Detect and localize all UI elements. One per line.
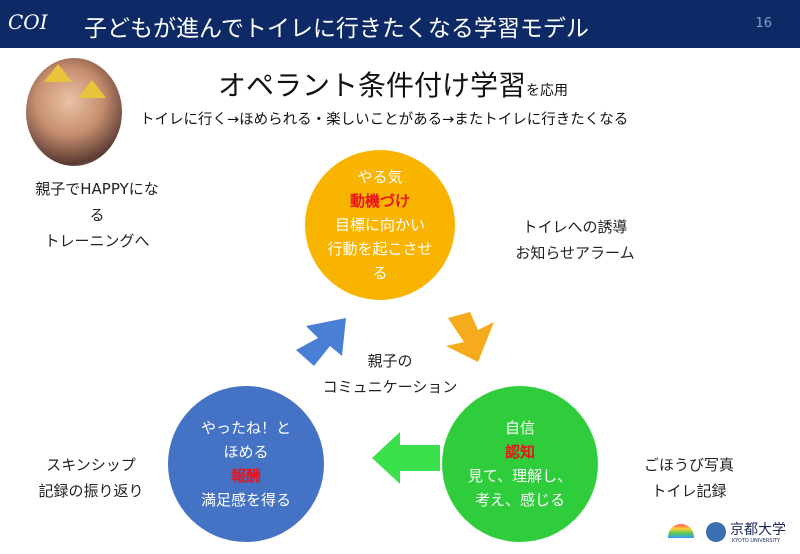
circle-keyword: 動機づけ xyxy=(349,192,410,210)
circle-text: 満足感を得る xyxy=(200,491,291,509)
circle-text: 見て、理解し、 xyxy=(467,467,573,485)
header-bar: COI 子どもが進んでトイレに行きたくなる学習モデル 16 xyxy=(0,0,800,48)
right-bottom-text: ごほうび写真トイレ記録 xyxy=(643,456,734,500)
arrow-orange-icon xyxy=(446,312,494,362)
university-name: 京都大学 xyxy=(730,522,786,538)
mother-child-photo xyxy=(26,58,122,166)
left-caption: 親子でHAPPYになるトレーニングへ xyxy=(35,180,159,250)
center-text: 親子のコミュニケーション xyxy=(322,352,458,396)
page-number: 16 xyxy=(755,16,772,31)
arrow-blue-icon xyxy=(296,318,346,366)
circle-label: やる気 xyxy=(357,168,403,186)
circle-text: 目標に向かい xyxy=(334,216,425,234)
slide-title: 子どもが進んでトイレに行きたくなる学習モデル xyxy=(84,16,589,42)
subtitle: トイレに行く→ほめられる・楽しいことがある→またトイレに行きたくなる xyxy=(140,112,629,128)
circle-motivation: やる気 動機づけ 目標に向かい 行動を起こさせ る xyxy=(305,150,455,300)
main-title: オペラント条件付け学習を応用 xyxy=(218,69,569,102)
rainbow-logo-icon xyxy=(668,524,694,538)
arrow-green-icon xyxy=(372,432,440,484)
crown-icon xyxy=(78,80,106,98)
university-name-en: KYOTO UNIVERSITY xyxy=(732,538,781,544)
circle-cognition: 自信 認知 見て、理解し、 考え、感じる xyxy=(442,386,598,542)
circle-text: る xyxy=(372,264,388,282)
circle-label: 自信 xyxy=(504,419,535,437)
crown-icon xyxy=(44,64,72,82)
circle-text: やったね！と xyxy=(200,419,291,437)
circle-text: ほめる xyxy=(223,443,269,461)
kyoto-university-emblem-icon xyxy=(706,522,726,542)
circle-text: 行動を起こさせ xyxy=(327,240,433,258)
right-top-text: トイレへの誘導お知らせアラーム xyxy=(515,218,635,262)
circle-text: 考え、感じる xyxy=(474,491,565,509)
circle-keyword: 認知 xyxy=(504,443,535,461)
circle-keyword: 報酬 xyxy=(230,467,261,485)
coi-logo: COI xyxy=(8,10,48,34)
circle-reward: やったね！と ほめる 報酬 満足感を得る xyxy=(168,386,324,542)
left-bottom-text: スキンシップ記録の振り返り xyxy=(38,456,144,500)
